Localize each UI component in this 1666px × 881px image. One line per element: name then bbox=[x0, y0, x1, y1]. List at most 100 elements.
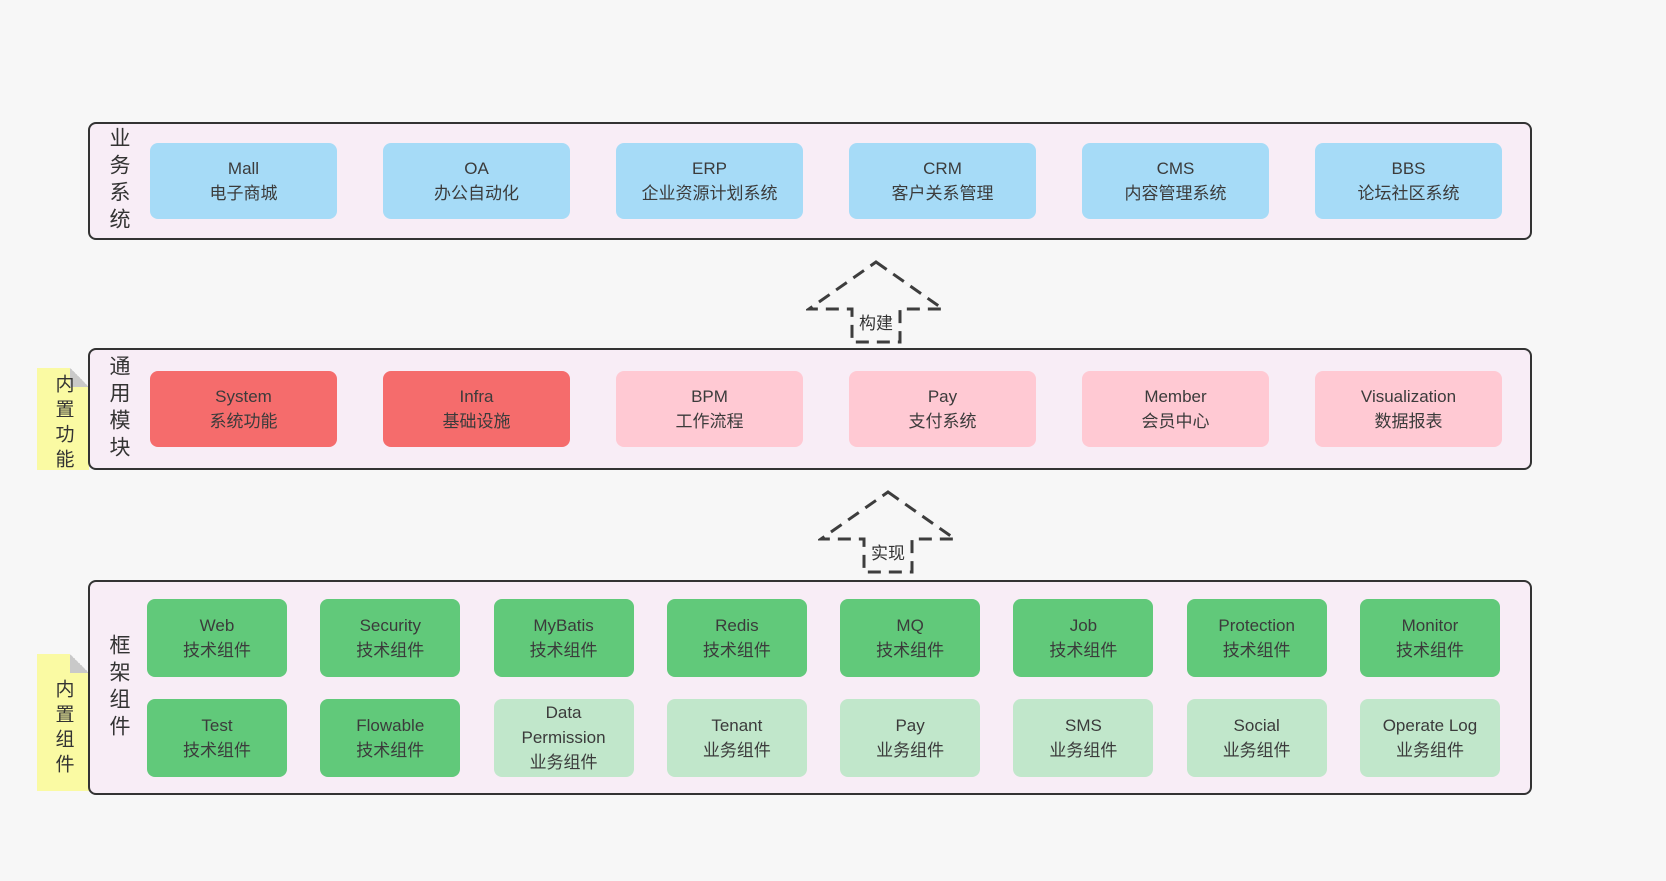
box-subtitle: 技术组件 bbox=[183, 640, 251, 660]
box-title: Data Permission bbox=[521, 703, 606, 747]
box-security: Security 技术组件 bbox=[320, 598, 461, 677]
box-crm: CRM 客户关系管理 bbox=[849, 143, 1036, 219]
box-title: CMS bbox=[1156, 159, 1195, 178]
box-title: OA bbox=[464, 159, 489, 178]
box-subtitle: 论坛社区系统 bbox=[1357, 184, 1460, 203]
box-subtitle: 工作流程 bbox=[675, 412, 744, 431]
box-subtitle: 业务组件 bbox=[1222, 740, 1291, 760]
box-subtitle: 业务组件 bbox=[1395, 740, 1464, 760]
box-subtitle: 技术组件 bbox=[1395, 640, 1464, 660]
box-subtitle: 业务组件 bbox=[529, 753, 598, 772]
box-title: Protection bbox=[1218, 615, 1295, 635]
box-title: Member bbox=[1144, 387, 1207, 406]
box-subtitle: 技术组件 bbox=[1222, 640, 1291, 660]
box-oa: OA 办公自动化 bbox=[383, 143, 570, 219]
box-visualization: Visualization 数据报表 bbox=[1315, 371, 1502, 447]
box-job: Job 技术组件 bbox=[1013, 598, 1154, 677]
box-title: MyBatis bbox=[533, 615, 594, 635]
box-sms: SMS 业务组件 bbox=[1013, 698, 1154, 777]
sticky-note-built-in-components-label: 内置组件 bbox=[52, 679, 74, 780]
box-data-permission: Data Permission 业务组件 bbox=[493, 698, 634, 777]
box-subtitle: 业务组件 bbox=[876, 740, 945, 760]
box-title: Flowable bbox=[356, 715, 425, 735]
box-title: Infra bbox=[459, 387, 494, 406]
box-title: BBS bbox=[1391, 159, 1426, 178]
box-web: Web 技术组件 bbox=[147, 598, 287, 677]
box-title: Security bbox=[359, 615, 421, 635]
box-pay: Pay 支付系统 bbox=[849, 371, 1036, 447]
box-subtitle: 客户关系管理 bbox=[891, 184, 994, 203]
box-subtitle: 企业资源计划系统 bbox=[641, 184, 778, 203]
box-title: Job bbox=[1069, 615, 1098, 635]
up-block-arrow-icon bbox=[806, 260, 946, 344]
box-title: System bbox=[215, 387, 272, 406]
box-title: Web bbox=[199, 615, 235, 635]
box-subtitle: 内容管理系统 bbox=[1124, 184, 1227, 203]
box-system: System 系统功能 bbox=[150, 371, 337, 447]
box-subtitle: 技术组件 bbox=[183, 740, 251, 760]
box-social: Social 业务组件 bbox=[1186, 698, 1327, 777]
arrow-implement: 实现 bbox=[818, 489, 958, 575]
box-subtitle: 技术组件 bbox=[876, 640, 945, 660]
arrow-implement-label: 实现 bbox=[868, 539, 908, 564]
box-title: Monitor bbox=[1401, 615, 1459, 635]
box-pay: Pay 业务组件 bbox=[840, 698, 981, 777]
layer-business-side-label: 业务系统 bbox=[107, 127, 130, 235]
box-bbs: BBS 论坛社区系统 bbox=[1315, 143, 1502, 219]
box-title: Pay bbox=[895, 715, 925, 735]
box-title: Mall bbox=[227, 159, 260, 178]
box-test: Test 技术组件 bbox=[147, 698, 287, 777]
box-subtitle: 会员中心 bbox=[1141, 412, 1210, 431]
box-subtitle: 技术组件 bbox=[356, 740, 425, 760]
arrow-build: 构建 bbox=[806, 259, 946, 345]
box-subtitle: 办公自动化 bbox=[434, 184, 519, 203]
up-block-arrow-icon bbox=[818, 490, 958, 574]
box-title: SMS bbox=[1064, 715, 1102, 735]
arrow-build-label: 构建 bbox=[856, 309, 896, 334]
box-subtitle: 技术组件 bbox=[1049, 640, 1118, 660]
box-title: Tenant bbox=[711, 715, 763, 735]
box-title: Pay bbox=[927, 387, 958, 406]
box-subtitle: 业务组件 bbox=[1049, 740, 1118, 760]
box-erp: ERP 企业资源计划系统 bbox=[616, 143, 803, 219]
box-subtitle: 技术组件 bbox=[529, 640, 598, 660]
sticky-note-built-in-features-label: 内置功能 bbox=[52, 374, 74, 475]
box-subtitle: 支付系统 bbox=[908, 412, 977, 431]
box-subtitle: 业务组件 bbox=[702, 740, 771, 760]
layer-modules-side-label: 通用模块 bbox=[107, 355, 130, 463]
box-flowable: Flowable 技术组件 bbox=[320, 698, 461, 777]
box-title: Visualization bbox=[1360, 387, 1457, 406]
box-title: MQ bbox=[896, 615, 924, 635]
box-title: CRM bbox=[923, 159, 962, 178]
box-title: Test bbox=[201, 715, 233, 735]
box-subtitle: 基础设施 bbox=[442, 412, 511, 431]
sticky-note-built-in-features: 内置功能 bbox=[37, 368, 89, 474]
box-mybatis: MyBatis 技术组件 bbox=[493, 598, 634, 677]
box-subtitle: 技术组件 bbox=[702, 640, 771, 660]
box-title: Social bbox=[1233, 715, 1280, 735]
box-member: Member 会员中心 bbox=[1082, 371, 1269, 447]
box-cms: CMS 内容管理系统 bbox=[1082, 143, 1269, 219]
box-title: ERP bbox=[692, 159, 727, 178]
box-subtitle: 技术组件 bbox=[356, 640, 425, 660]
box-subtitle: 数据报表 bbox=[1374, 412, 1443, 431]
box-tenant: Tenant 业务组件 bbox=[666, 698, 807, 777]
box-infra: Infra 基础设施 bbox=[383, 371, 570, 447]
box-monitor: Monitor 技术组件 bbox=[1359, 598, 1500, 677]
layer-components-side-label: 框架组件 bbox=[107, 633, 130, 742]
box-subtitle: 系统功能 bbox=[209, 412, 278, 431]
